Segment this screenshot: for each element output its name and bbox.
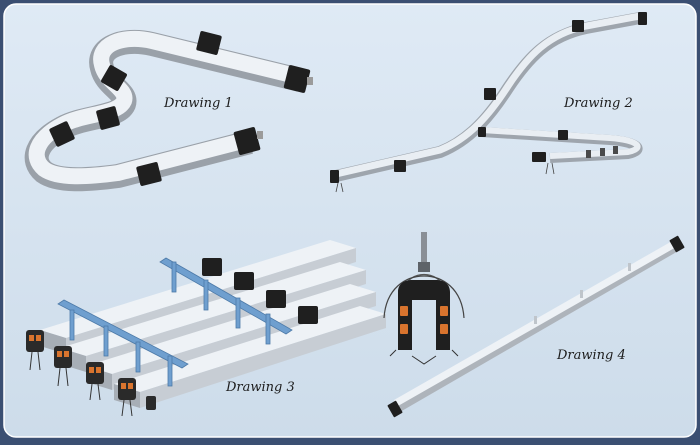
drawing-3-hanger-bars [57, 257, 293, 387]
drawing-3-parallel-rails [26, 240, 386, 417]
drawing-1-s-curve-rail [24, 29, 313, 192]
drawing-3-connectors [202, 258, 318, 324]
drawing-3-end-collectors [26, 330, 156, 417]
drawing-1-end-caps [233, 65, 313, 155]
caption-drawing-2: Drawing 2 [564, 96, 633, 111]
caption-drawing-4: Drawing 4 [557, 348, 626, 363]
caption-drawing-1: Drawing 1 [164, 96, 233, 111]
drawing-4-straight-rail [387, 235, 685, 418]
caption-drawing-3: Drawing 3 [226, 380, 295, 395]
drawing-1-connectors [49, 31, 222, 186]
collector-cross-section [383, 232, 465, 365]
drawing-2-curved-rails [330, 12, 647, 193]
